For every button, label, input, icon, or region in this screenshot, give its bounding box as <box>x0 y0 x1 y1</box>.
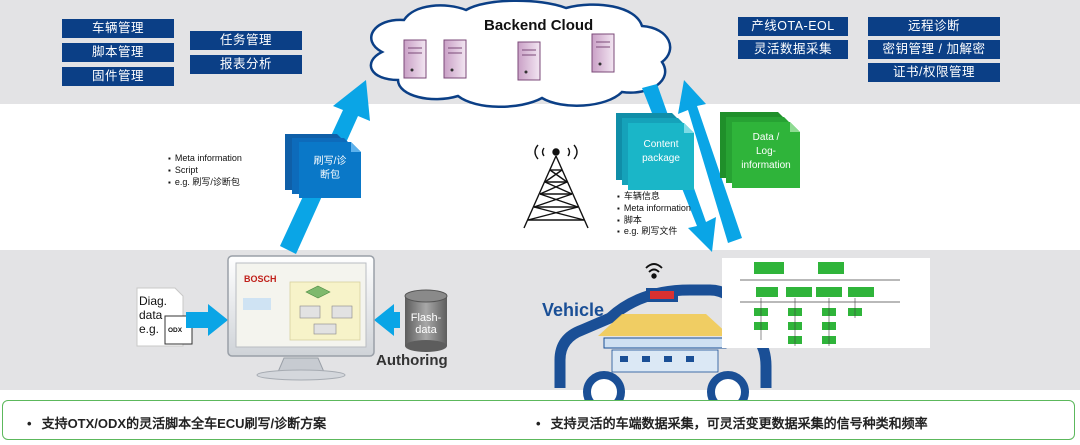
data-upload-arrow <box>678 80 742 243</box>
tag-flexible-data-acquisition: 灵活数据采集 <box>738 40 848 59</box>
tag-script-management: 脚本管理 <box>62 43 174 62</box>
server-icon <box>591 33 615 73</box>
content-package-label: Content package <box>642 139 680 164</box>
tag-firmware-management: 固件管理 <box>62 67 174 86</box>
tag-task-management: 任务管理 <box>190 31 302 50</box>
tag-vehicle-management: 车辆管理 <box>62 19 174 38</box>
diag-data-label: Diag. data e.g. <box>139 294 168 336</box>
tag-certificate-management: 证书/权限管理 <box>868 63 1000 82</box>
data-package-stack <box>720 112 800 188</box>
wifi-icon <box>645 263 663 279</box>
vehicle-label: Vehicle <box>542 300 605 320</box>
server-icon <box>517 41 541 81</box>
radio-tower-icon <box>523 144 589 229</box>
tag-line-ota-eol: 产线OTA-EOL <box>738 17 848 36</box>
server-icon <box>403 39 427 79</box>
odx-label: ODX <box>168 327 183 334</box>
package-contents-list: Meta information Script e.g. 刷写/诊断包 <box>168 153 242 188</box>
flash-data-database-icon <box>404 289 448 352</box>
vehicle-network-diagram <box>722 258 930 348</box>
backend-cloud-title: Backend Cloud <box>484 17 594 34</box>
bosch-logo: BOSCH <box>244 274 277 284</box>
diag-to-authoring-arrow <box>186 304 228 336</box>
server-icon <box>443 39 467 79</box>
data-log-package-label: Data / Log- information <box>741 132 791 171</box>
authoring-monitor <box>227 255 375 381</box>
flash-to-authoring-arrow <box>374 304 400 336</box>
flash-package-stack <box>285 134 361 198</box>
tag-remote-diagnostics: 远程诊断 <box>868 17 1000 36</box>
authoring-label: Authoring <box>376 352 448 369</box>
content-package-stack <box>616 113 694 190</box>
content-package-list: 车辆信息 Meta information 脚本 e.g. 刷写文件 <box>617 191 691 238</box>
summary-bar: 支持OTX/ODX的灵活脚本全车ECU刷写/诊断方案 支持灵活的车端数据采集，可… <box>2 400 1075 440</box>
tag-report-analysis: 报表分析 <box>190 55 302 74</box>
diag-data-document <box>136 287 193 347</box>
summary-point-flash: 支持OTX/ODX的灵活脚本全车ECU刷写/诊断方案 <box>27 413 327 432</box>
summary-point-data: 支持灵活的车端数据采集，可灵活变更数据采集的信号种类和频率 <box>536 413 928 432</box>
tag-key-management: 密钥管理 / 加解密 <box>868 40 1000 59</box>
flash-data-label: Flash- data <box>410 312 442 336</box>
flash-package-label: 刷写/诊 断包 <box>313 156 347 181</box>
